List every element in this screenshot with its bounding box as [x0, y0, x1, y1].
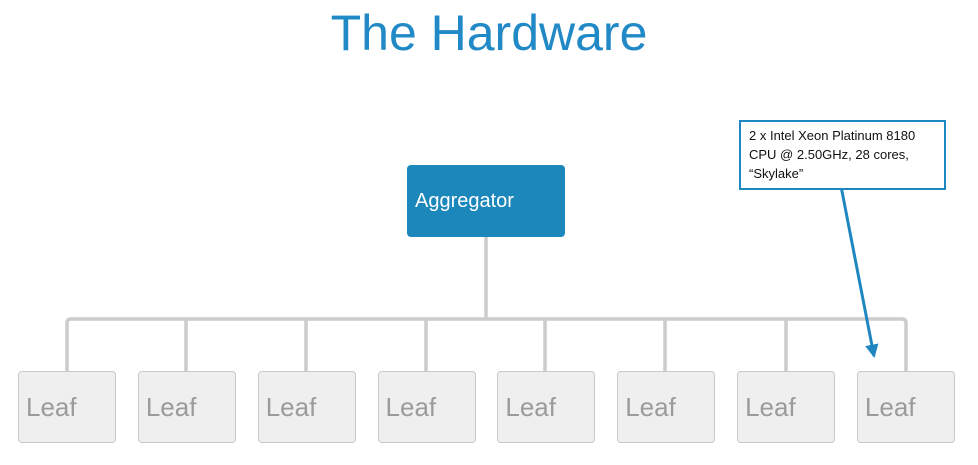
leaf-node-3: Leaf — [257, 371, 356, 443]
leaf-node-7: Leaf — [737, 371, 836, 443]
leaf-label: Leaf — [505, 391, 556, 422]
leaf-label: Leaf — [26, 391, 77, 422]
leaf-label: Leaf — [145, 391, 197, 422]
callout-arrow — [838, 180, 879, 358]
leaf-row: Leaf Leaf Leaf Leaf Leaf Leaf Leaf Leaf — [18, 371, 955, 443]
slide-title: The Hardware — [330, 5, 648, 61]
cpu-callout: 2 x Intel Xeon Platinum 8180 CPU @ 2.50G… — [739, 120, 946, 190]
leaf-label: Leaf — [265, 391, 317, 422]
leaf-label: Leaf — [745, 391, 796, 422]
leaf-node-4: Leaf — [377, 371, 476, 443]
leaf-node-6: Leaf — [617, 371, 716, 443]
leaf-label: Leaf — [385, 391, 437, 422]
cpu-callout-text: 2 x Intel Xeon Platinum 8180 CPU @ 2.50G… — [749, 128, 916, 181]
leaf-node-8: Leaf — [856, 371, 955, 443]
leaf-node-1: Leaf — [18, 371, 116, 443]
tree-connector-lines — [65, 237, 908, 371]
leaf-label: Leaf — [864, 391, 916, 422]
aggregator-node: Aggregator — [407, 165, 565, 237]
leaf-label: Leaf — [625, 391, 676, 422]
leaf-node-5: Leaf — [497, 371, 596, 443]
aggregator-label: Aggregator — [415, 189, 514, 212]
leaf-node-2: Leaf — [137, 371, 236, 443]
